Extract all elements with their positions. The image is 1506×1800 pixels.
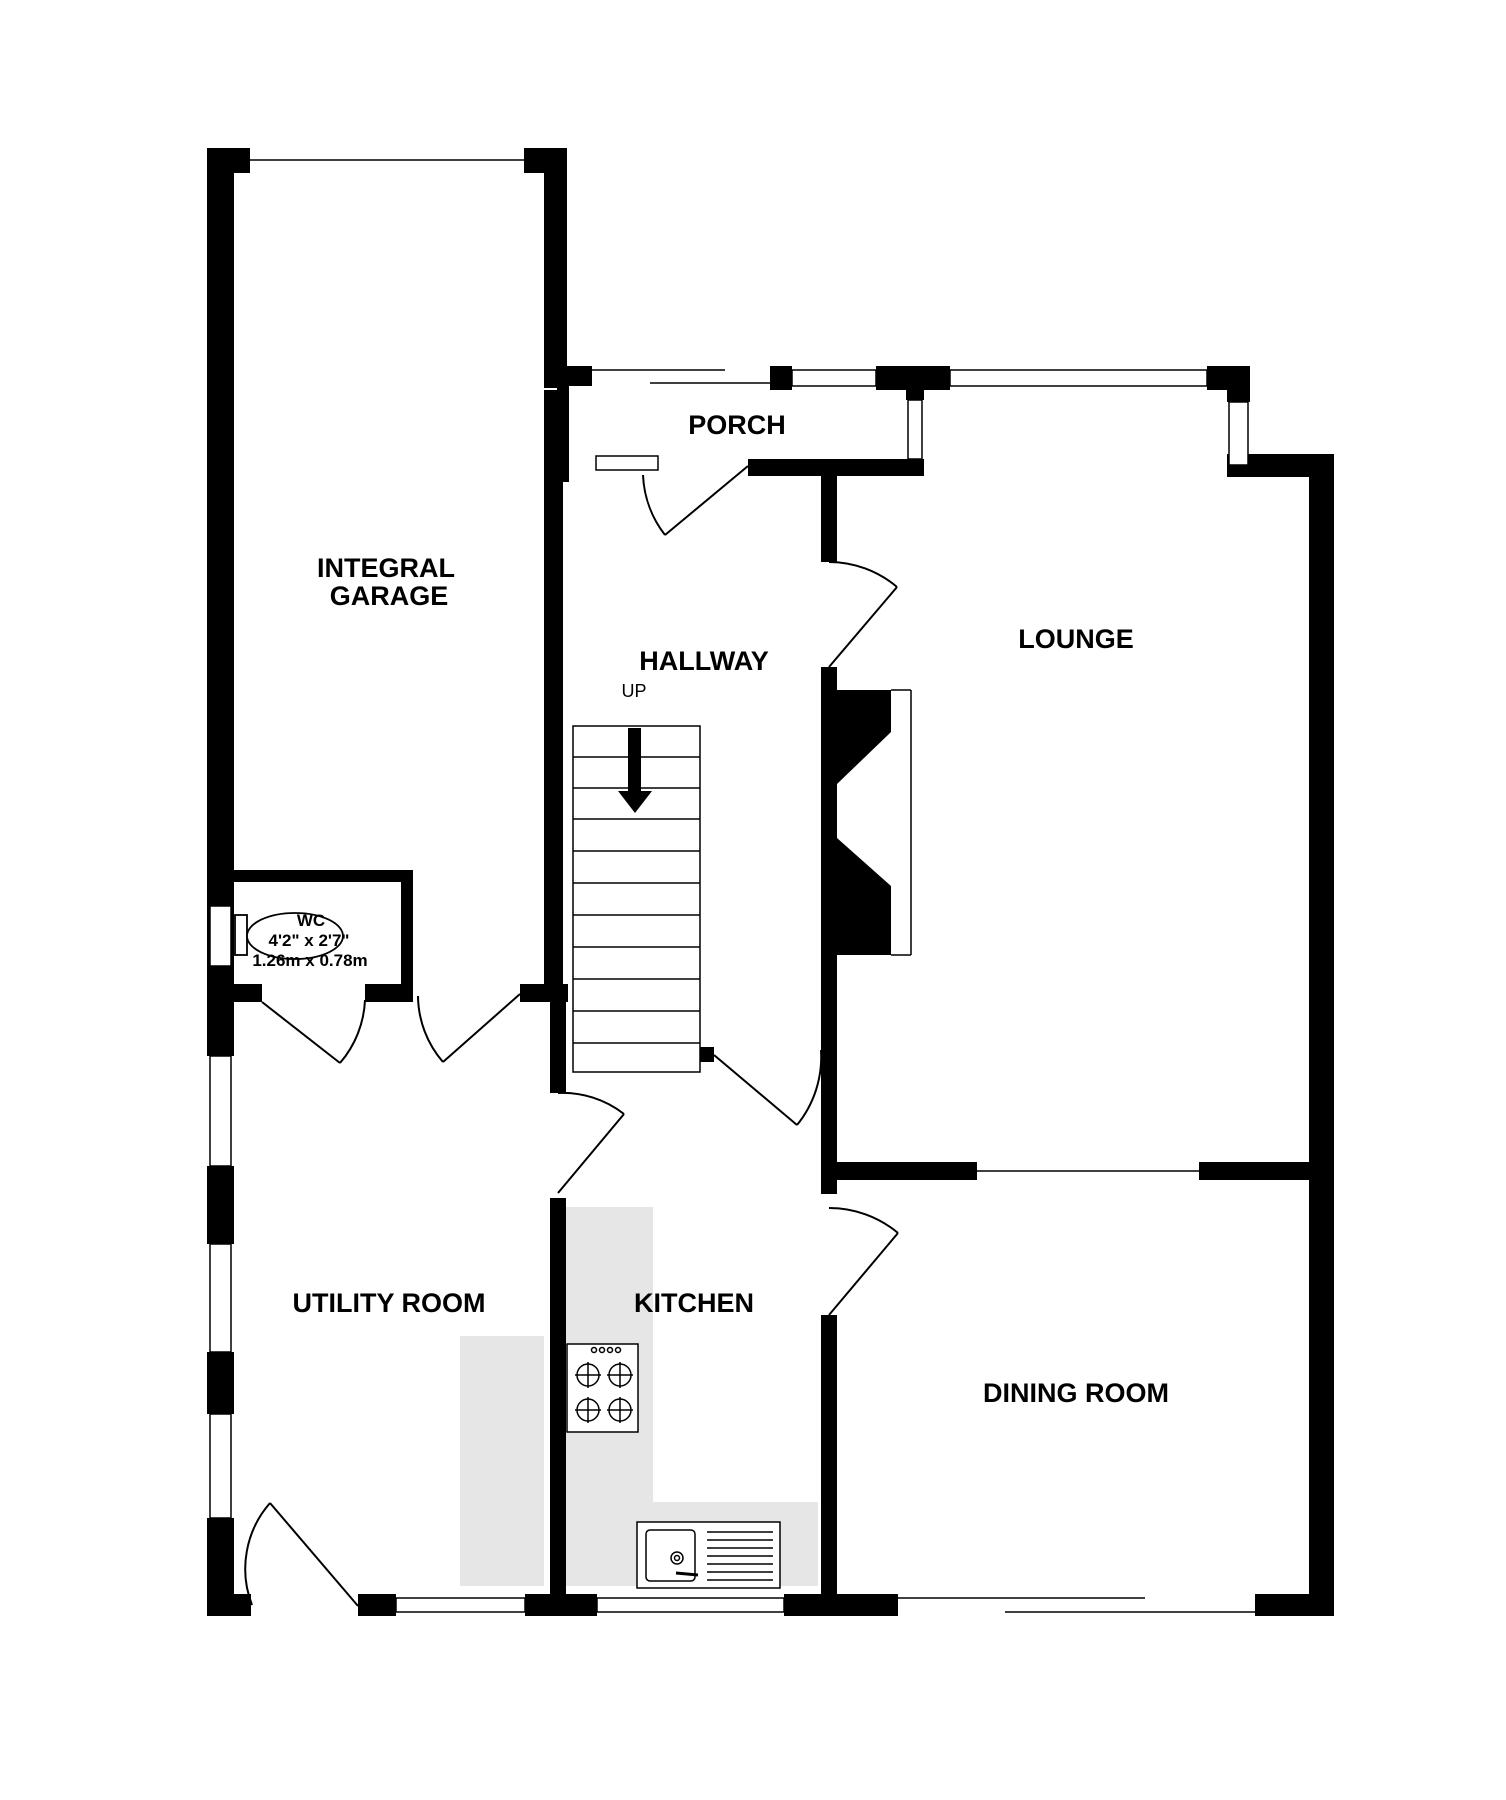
room-label-porch: PORCH [688,410,786,440]
wall-wc-top [207,870,411,882]
room-label-dining: DINING ROOM [983,1378,1169,1408]
room-label-utility: UTILITY ROOM [293,1288,486,1318]
wall-utility-west-2 [207,1166,234,1244]
wc-size-metric: 1.26m x 0.78m [252,951,367,970]
door-kitchen-dining [828,1206,899,1316]
room-label-hallway: HALLWAY [639,646,769,676]
wall-porch-west [557,386,569,482]
hob-icon [566,1343,639,1433]
stair-treads [573,756,700,1044]
toilet-icon [234,912,344,960]
door-hall-lounge [828,561,898,668]
room-label-wc: WC [297,911,325,930]
wall-utility-west-1 [207,998,234,1056]
room-label-garage-line2: GARAGE [330,581,449,611]
wall-hall-lounge-mid [821,667,837,1194]
staircase [572,725,701,1073]
utility-counter [460,1336,544,1586]
wc-size-imperial: 4'2" x 2'7" [269,931,350,950]
wall-wc-bottom-left [207,984,262,1002]
room-label-kitchen: KITCHEN [634,1288,754,1318]
wall-utility-kitchen [550,1198,566,1616]
stair-direction-arrow [618,728,652,813]
door-utility-hall [557,1091,625,1194]
wall-porch-bottom-right [748,459,924,476]
wall-lounge-ne [1227,454,1334,477]
wall-lounge-bay-sw [906,390,924,400]
wall-hall-lounge-top [821,474,837,562]
stair-newel-post [700,1047,714,1062]
door-wc [261,999,366,1064]
wall-wc-east [401,870,413,994]
window-porch-north [791,369,877,387]
window-porch-east [907,399,923,460]
wall-utility-sw-corner [207,1594,251,1616]
wall-wc-bottom-right [365,984,413,1002]
door-garage-utility [417,993,521,1063]
door-understairs [713,1049,823,1126]
door-porch-hall [642,465,749,536]
wall-garage-east [544,148,567,388]
chimney-breast [837,690,891,955]
windows [209,369,1249,1613]
wall-garage-west [207,148,234,998]
wall-utility-west-3 [207,1352,234,1414]
window-utility-west-2 [209,1243,232,1353]
window-porch-side-light [595,455,659,471]
wall-east [1309,454,1334,1616]
window-kitchen-south [596,1597,785,1613]
wall-kitchen-dining [821,1315,837,1616]
wall-garage-east-low [544,390,563,1002]
window-utility-west-3 [209,1413,232,1519]
window-lounge-bay-north [949,369,1208,387]
wall-lounge-dining-right [1199,1162,1334,1180]
stairs-up-label: UP [621,681,646,701]
window-lounge-bay-east [1228,401,1249,466]
window-utility-south [395,1597,526,1613]
room-label-lounge: LOUNGE [1018,624,1134,654]
sink-drainer [707,1531,773,1581]
window-wc-west [209,905,232,967]
wall-south-utility [358,1594,396,1616]
wall-lounge-north-post [876,366,950,390]
wall-garage-nw-corner [207,148,250,173]
doors [244,465,899,1607]
sink-icon [636,1521,781,1589]
wall-south-kitchen [784,1594,898,1616]
room-label-garage-line1: INTEGRAL [317,553,455,583]
wall-porch-ne-block [770,366,792,390]
window-utility-west-1 [209,1055,232,1167]
walls [207,148,1334,1616]
door-utility-external [244,1502,359,1607]
wall-lounge-dining-left [837,1162,977,1180]
wall-porch-nw [544,366,592,386]
wall-lounge-bay-east [1227,366,1250,402]
openings [250,159,1255,1613]
wall-hall-west-low [550,985,566,1093]
